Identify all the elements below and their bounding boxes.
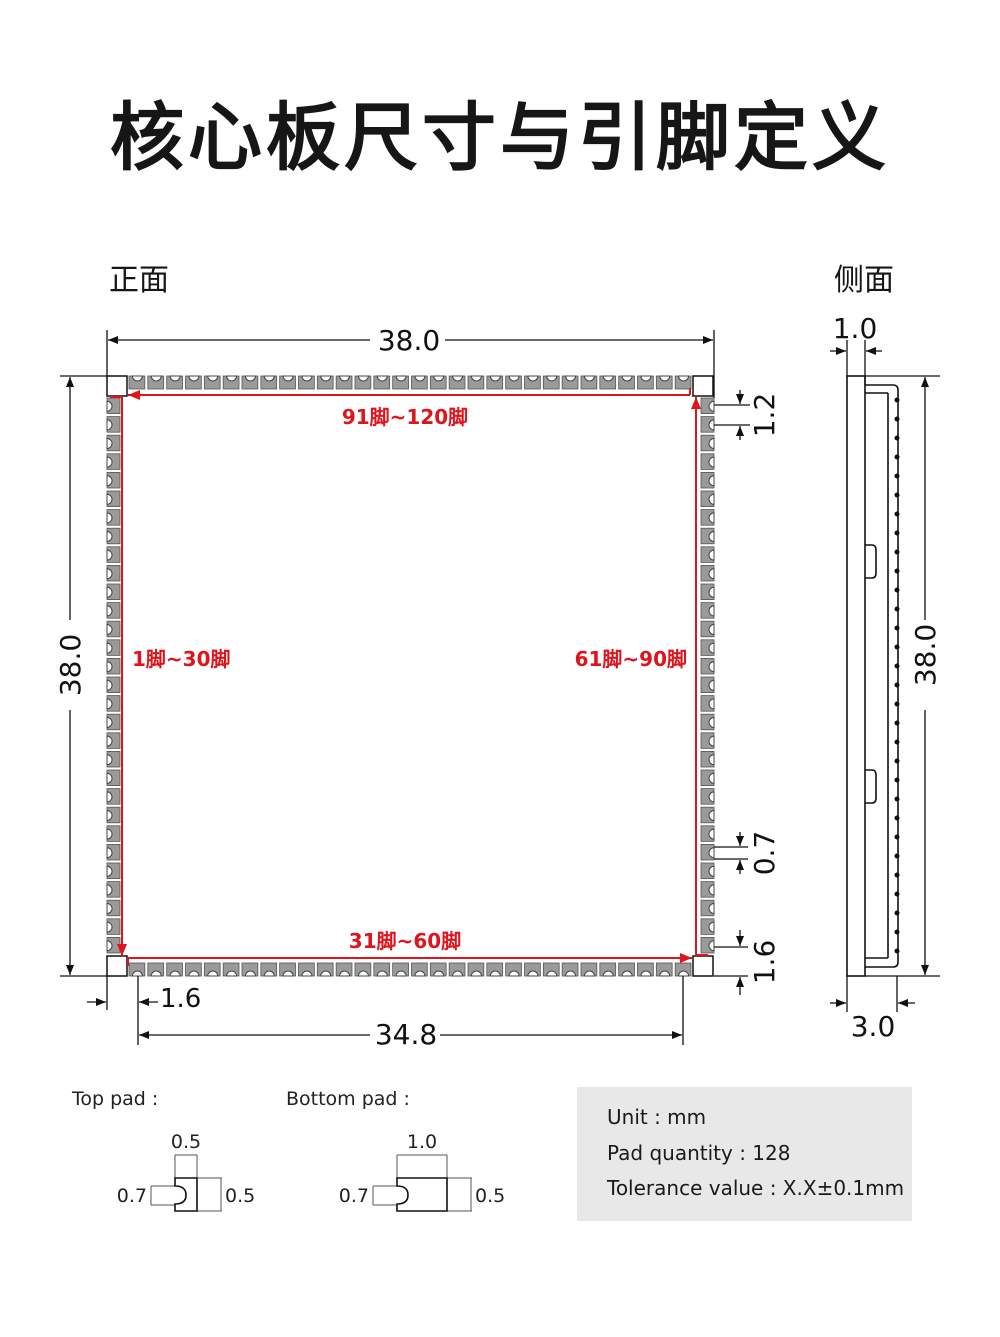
pad-quantity-text: Pad quantity : 128 [607,1141,791,1165]
corner-offset-dim: 1.6 [160,984,201,1014]
tolerance-text: Tolerance value : X.X±0.1mm [607,1176,905,1200]
front-height-dim: 38.0 [54,634,87,696]
page-title: 核心板尺寸与引脚定义 [110,95,890,181]
side-top-dim: 1.0 [833,312,878,345]
left-pad-column [106,397,121,954]
side-pin-dots [894,397,900,954]
top-pad-left: 0.7 [117,1185,147,1207]
front-board [106,375,714,977]
corner-right-dim: 1.6 [748,940,781,985]
top-pad-row [128,375,692,390]
front-width-dim: 38.0 [378,324,440,357]
inner-width-dim: 34.8 [375,1018,437,1051]
bottom-pad-width: 1.0 [407,1131,437,1153]
bottom-pad-right: 0.5 [475,1185,505,1207]
side-view-label: 侧面 [834,263,894,298]
pin-group-right: 61脚~90脚 [575,647,687,671]
info-panel: Unit : mm Pad quantity : 128 Tolerance v… [577,1087,912,1221]
bottom-pad-left: 0.7 [339,1185,369,1207]
side-thickness-dim: 3.0 [851,1010,896,1043]
bottom-pad-row [128,962,692,977]
pin-group-left: 1脚~30脚 [132,647,231,671]
pin-group-top: 91脚~120脚 [342,405,468,429]
pitch-dim: 1.2 [748,393,781,438]
side-board [846,375,899,977]
top-pad-label: Top pad : [72,1088,159,1110]
pin-group-bottom: 31脚~60脚 [349,929,461,953]
pad-width-dim: 0.7 [748,831,781,876]
top-pad-width: 0.5 [171,1131,201,1153]
dimension-drawing: 91脚~120脚 1脚~30脚 61脚~90脚 31脚~60脚 [54,312,942,1051]
right-pad-column [700,397,715,954]
unit-text: Unit : mm [607,1105,707,1129]
side-height-dim: 38.0 [909,624,942,686]
top-pad-right: 0.5 [225,1185,255,1207]
front-view-label: 正面 [109,263,169,298]
bottom-pad-diagram [372,1154,472,1212]
pin-group-indicators [110,388,708,966]
bottom-pad-label: Bottom pad : [286,1088,410,1110]
top-pad-diagram [150,1154,222,1212]
